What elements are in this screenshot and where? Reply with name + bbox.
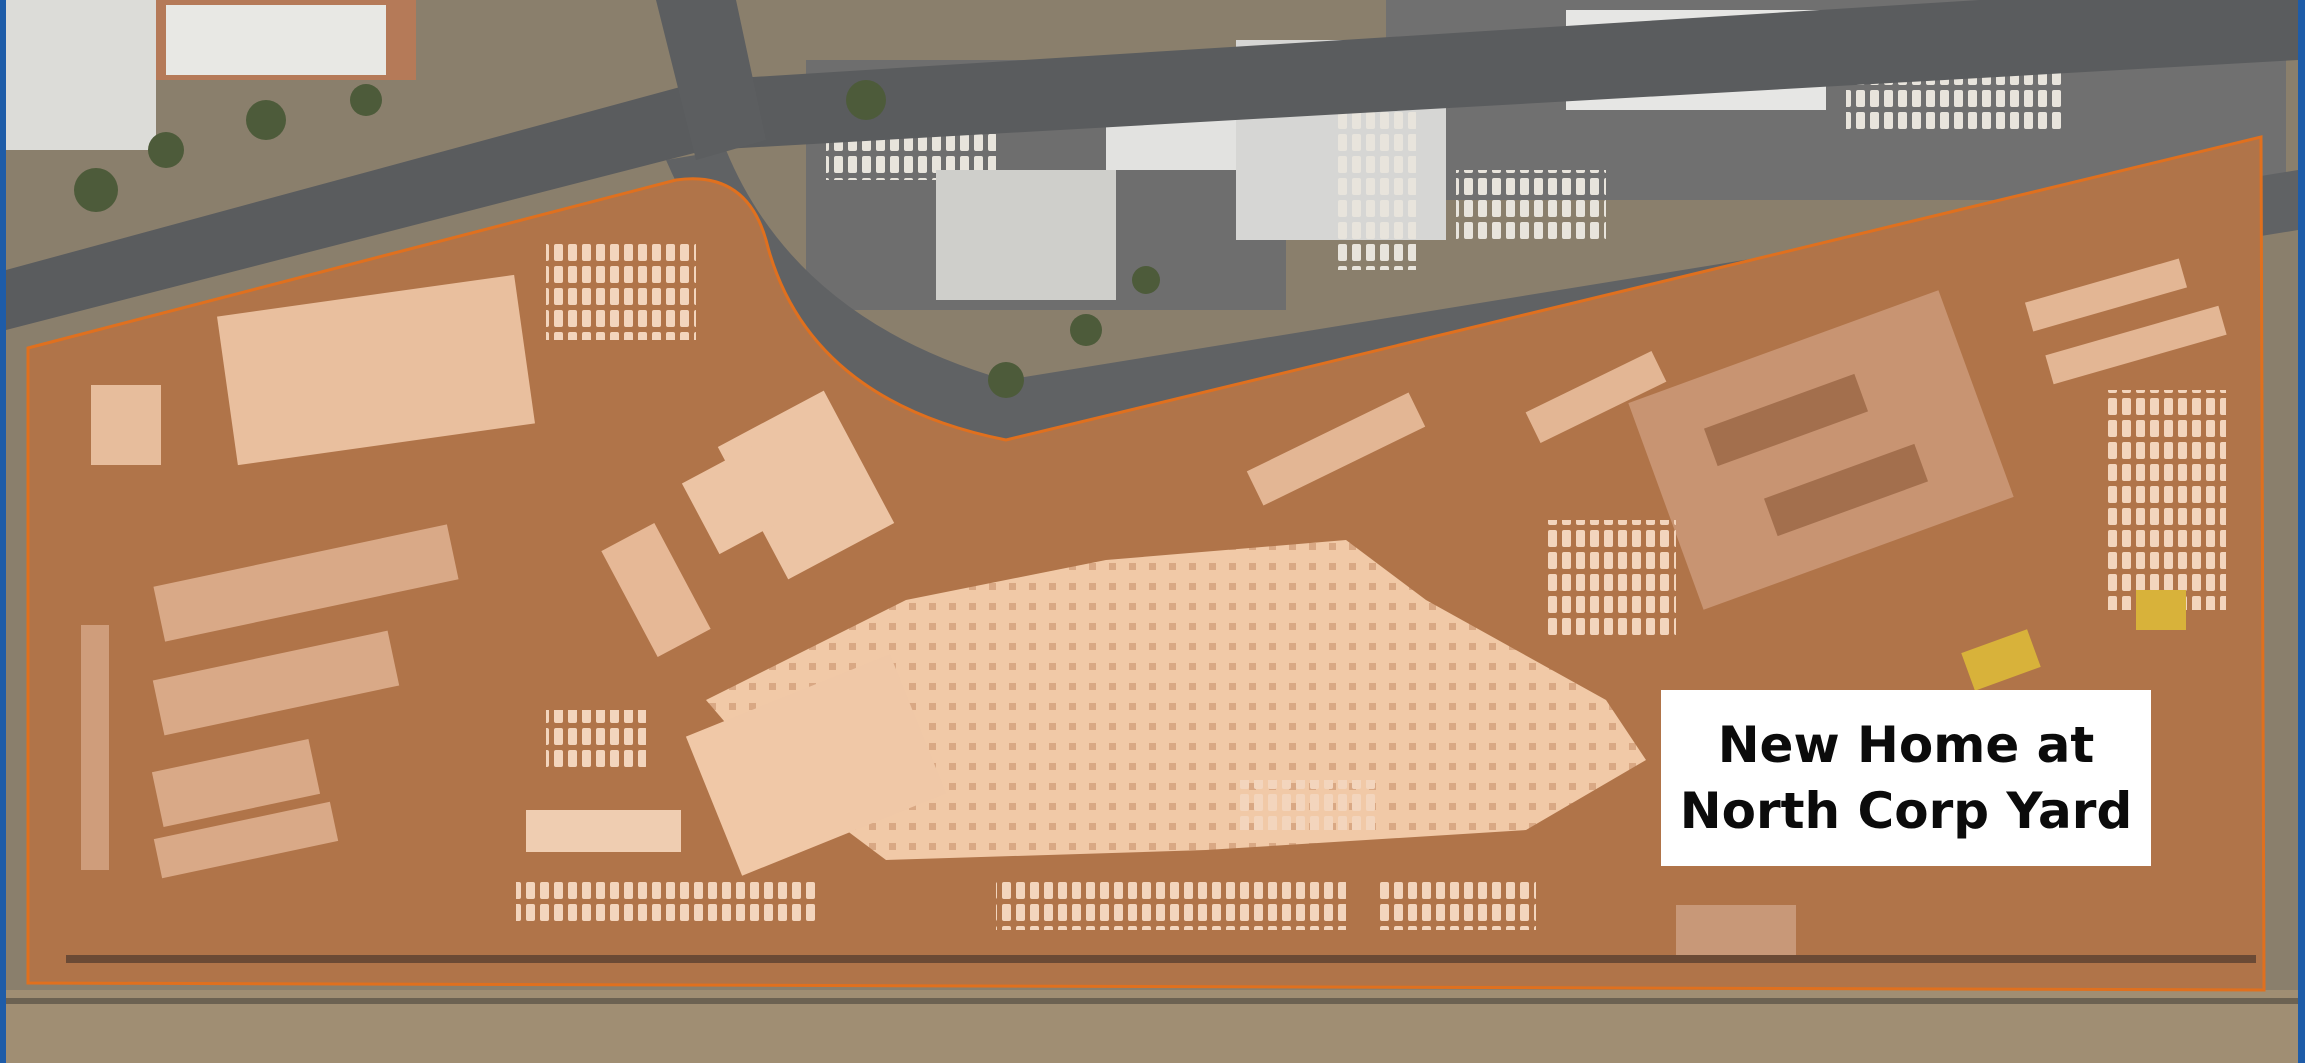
canopy-2 [152,630,400,736]
location-label-line-2: North Corp Yard [1679,782,2133,840]
canopy-4 [153,801,339,879]
location-label: New Home at North Corp Yard [1661,690,2151,866]
yard-fence [66,955,2256,963]
main-road [6,0,2298,330]
parked-cars-yard-1 [996,880,1346,930]
parked-cars-yard-top [546,240,696,340]
building-top-left-roof [166,5,386,75]
parked-cars-yard-6 [1236,780,1376,830]
building-annex [685,654,947,876]
parked-cars-yard-5 [2106,390,2226,610]
site-boundary [26,135,2266,992]
building-small-left [91,385,161,465]
parked-cars-yard-2 [1376,880,1536,930]
parked-cars-yard-7 [546,710,646,770]
warehouse-right-roof-1 [1703,373,1869,467]
canopy-1 [153,524,459,642]
warehouse-right-roof-2 [1763,443,1929,537]
building-admin [217,274,535,466]
aerial-map [6,0,2298,1063]
building-main-complex [706,540,1646,860]
building-office [936,170,1116,300]
shed-far-right-2 [2045,305,2227,385]
truck-icon [1961,629,2041,691]
parked-cars-yard-3 [516,880,816,922]
warehouse-right [1628,290,2014,610]
building-bottom-right [1676,905,1796,955]
shed-right-1 [1246,392,1426,506]
aerial-map-svg [6,0,2298,1063]
parked-cars-yard-4 [1546,520,1676,640]
shed-2 [681,445,791,555]
shed-far-right [2024,258,2188,332]
shed-right-2 [1525,351,1667,443]
building-top-left [6,0,156,150]
shed-1 [717,390,895,580]
railway [6,998,2298,1004]
canopy-4b [526,810,681,852]
tree-cluster [74,80,1160,398]
cross-road [656,0,766,160]
canopy-vertical [81,625,109,870]
parked-cars-top-2 [1456,170,1606,240]
canopy-3 [151,738,321,828]
location-label-line-1: New Home at [1717,716,2095,774]
shed-3 [601,522,711,658]
truck-icon-2 [2136,590,2186,630]
